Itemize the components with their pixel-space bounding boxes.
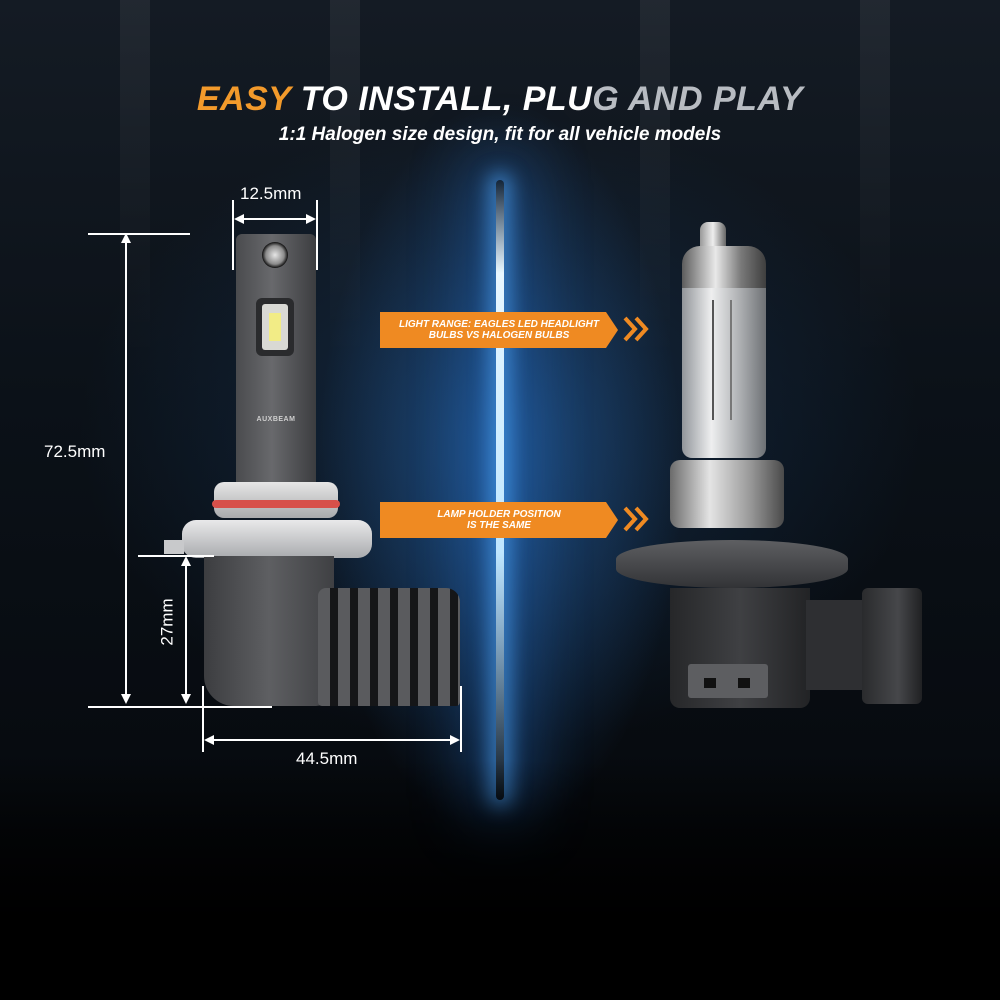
dim-label-height-total: 72.5mm [44, 442, 106, 461]
callout-text: BULBS VS HALOGEN BULBS [428, 330, 570, 341]
dim-label-height-base: 27mm [157, 598, 177, 646]
halogen-pin [704, 678, 716, 688]
callout-light-range: LIGHT RANGE: EAGLES LED HEADLIGHT BULBS … [380, 312, 618, 348]
dim-guide [316, 200, 318, 270]
led-emitter [269, 313, 281, 341]
dim-line-width-base [210, 739, 454, 741]
dim-label-width-base: 44.5mm [296, 749, 358, 768]
headline-fade: G AND PLAY [592, 80, 804, 118]
double-chevron-right-icon [623, 506, 649, 532]
dim-line-width-top [240, 218, 310, 220]
floor-shadow [0, 760, 1000, 1000]
halogen-cap [682, 246, 766, 288]
dim-guide [202, 686, 204, 752]
arrow-up-icon [121, 233, 131, 243]
halogen-pin [738, 678, 750, 688]
dim-guide [460, 686, 462, 752]
arrow-up-icon [181, 556, 191, 566]
background-pillar [860, 0, 890, 360]
light-beam [496, 180, 504, 800]
callout-text: LIGHT RANGE: EAGLES LED HEADLIGHT [399, 319, 599, 330]
arrow-left-icon [204, 735, 214, 745]
led-flange [182, 520, 372, 558]
halogen-metal-base [670, 460, 784, 528]
led-heatsink-neck [236, 234, 316, 484]
halogen-filament [712, 300, 732, 420]
arrow-right-icon [306, 214, 316, 224]
led-o-ring [212, 500, 340, 508]
dim-line-height-total [125, 242, 127, 696]
dim-baseline [88, 706, 272, 708]
dim-line-height-base [185, 565, 187, 697]
dim-guide [138, 555, 214, 557]
arrow-down-icon [181, 694, 191, 704]
double-chevron-right-icon [623, 316, 649, 342]
led-locking-tab [164, 540, 184, 554]
callout-text: IS THE SAME [467, 520, 531, 531]
halogen-arm [806, 600, 866, 690]
headline: EASY TO INSTALL, PLUG AND PLAY [0, 80, 1000, 119]
arrow-down-icon [121, 694, 131, 704]
dim-label-width-top: 12.5mm [240, 184, 302, 203]
halogen-pin-housing [688, 664, 768, 698]
callout-text: LAMP HOLDER POSITION [437, 509, 561, 520]
brand-logo: AUXBEAM [256, 416, 296, 423]
headline-accent: EASY [196, 80, 291, 118]
halogen-flange [616, 540, 848, 588]
callout-lamp-holder: LAMP HOLDER POSITION IS THE SAME [380, 502, 618, 538]
subheadline: 1:1 Halogen size design, fit for all veh… [278, 124, 722, 145]
dim-guide [232, 200, 234, 270]
led-cooling-fins [318, 588, 460, 706]
halogen-connector [862, 588, 922, 704]
arrow-left-icon [234, 214, 244, 224]
led-lens-icon [262, 242, 288, 268]
background-pillar [640, 0, 670, 360]
background-pillar [330, 0, 360, 360]
dim-guide [88, 233, 190, 235]
led-base [204, 556, 334, 706]
halogen-glass [682, 288, 766, 458]
headline-main: TO INSTALL, PLU [290, 80, 593, 118]
arrow-right-icon [450, 735, 460, 745]
